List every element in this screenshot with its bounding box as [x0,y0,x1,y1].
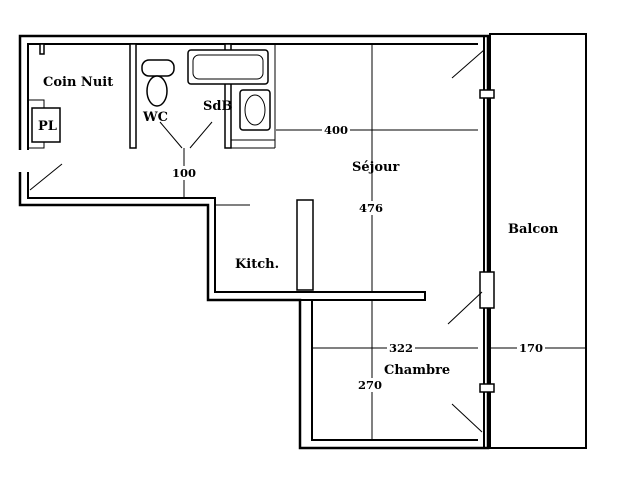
room-label-wc: WC [142,110,168,125]
room-label-balcon: Balcon [508,222,559,237]
dimension-sejour-length: 476 [359,201,383,215]
dimension-chambre-length: 270 [358,378,382,392]
room-label-kitchen: Kitch. [235,257,279,272]
chambre-partition [208,199,426,301]
interior-partitions [28,43,276,149]
dimension-corridor-width: 100 [172,166,196,180]
dimension-sejour-width: 400 [324,123,348,137]
facade-wall [479,36,495,448]
door-swings [29,121,213,191]
balcony-doors [447,49,485,433]
placard-box [31,107,61,143]
balcony [489,33,587,449]
room-label-sejour: Séjour [352,160,399,175]
dimension-chambre-width: 322 [389,341,413,355]
room-label-coin-nuit: Coin Nuit [43,75,113,90]
toilet-fixture [141,59,175,107]
outer-walls [18,34,490,450]
bathtub-fixture [187,49,269,85]
room-label-placard: PL [38,119,57,134]
dimension-balcon-depth: 170 [519,341,543,355]
sink-fixture [239,89,271,131]
room-label-sdb: SdB [203,99,232,114]
room-label-chambre: Chambre [384,363,450,378]
